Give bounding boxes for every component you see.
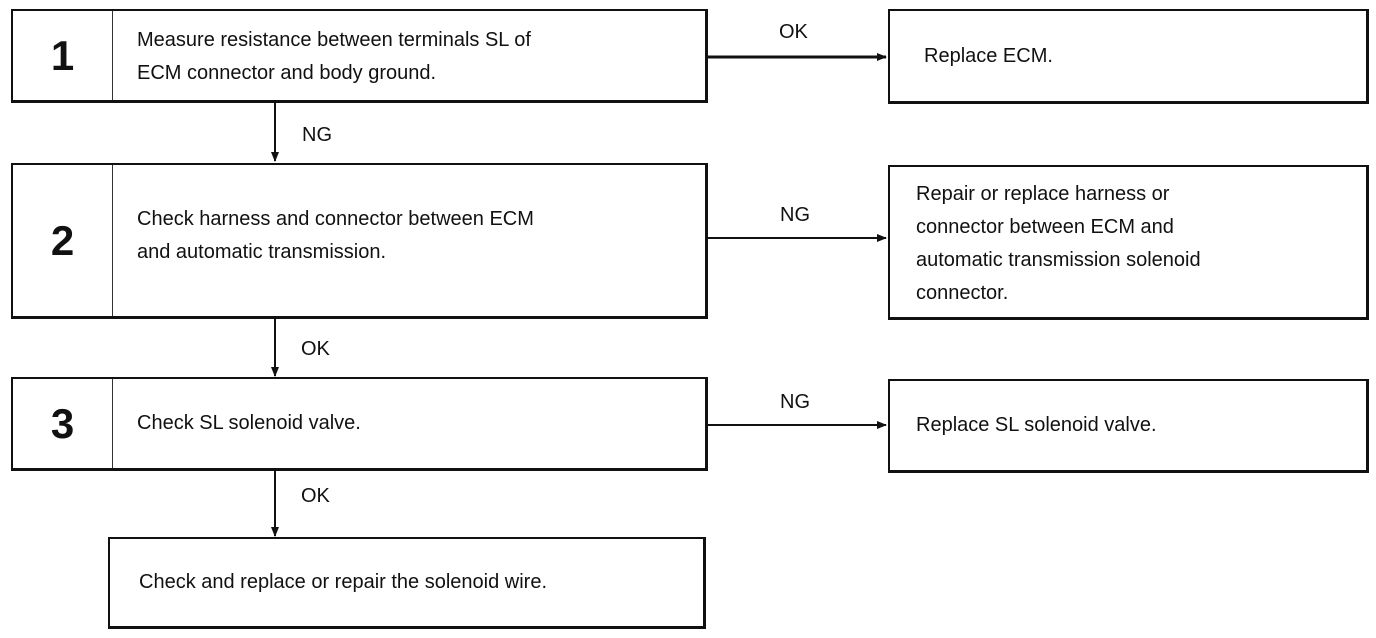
step-number: 1 — [13, 11, 113, 100]
final-action-box: Check and replace or repair the solenoid… — [108, 537, 706, 629]
branch-label-step2-ng: NG — [780, 204, 810, 226]
branch-label-step1-ok: OK — [779, 21, 808, 43]
step-text: Check harness and connector between ECM … — [137, 207, 534, 263]
result-text: Replace SL solenoid valve. — [916, 414, 1157, 436]
branch-label-step3-ng: NG — [780, 391, 810, 413]
result-text: Repair or replace harness or connector b… — [916, 183, 1201, 304]
result-box-3: Replace SL solenoid valve. — [888, 379, 1369, 473]
step-text: Check SL solenoid valve. — [137, 412, 361, 434]
branch-label-step1-ng: NG — [302, 124, 332, 146]
step-box-2: 2 Check harness and connector between EC… — [11, 163, 708, 319]
step-number: 3 — [13, 379, 113, 468]
step-box-3: 3 Check SL solenoid valve. — [11, 377, 708, 471]
step-box-1: 1 Measure resistance between terminals S… — [11, 9, 708, 103]
result-box-2: Repair or replace harness or connector b… — [888, 165, 1369, 320]
result-box-1: Replace ECM. — [888, 9, 1369, 104]
branch-label-step3-ok: OK — [301, 485, 330, 507]
branch-label-step2-ok: OK — [301, 338, 330, 360]
result-text: Replace ECM. — [924, 44, 1053, 67]
final-action-text: Check and replace or repair the solenoid… — [139, 571, 547, 593]
step-text: Measure resistance between terminals SL … — [137, 28, 531, 84]
step-number: 2 — [13, 165, 113, 316]
